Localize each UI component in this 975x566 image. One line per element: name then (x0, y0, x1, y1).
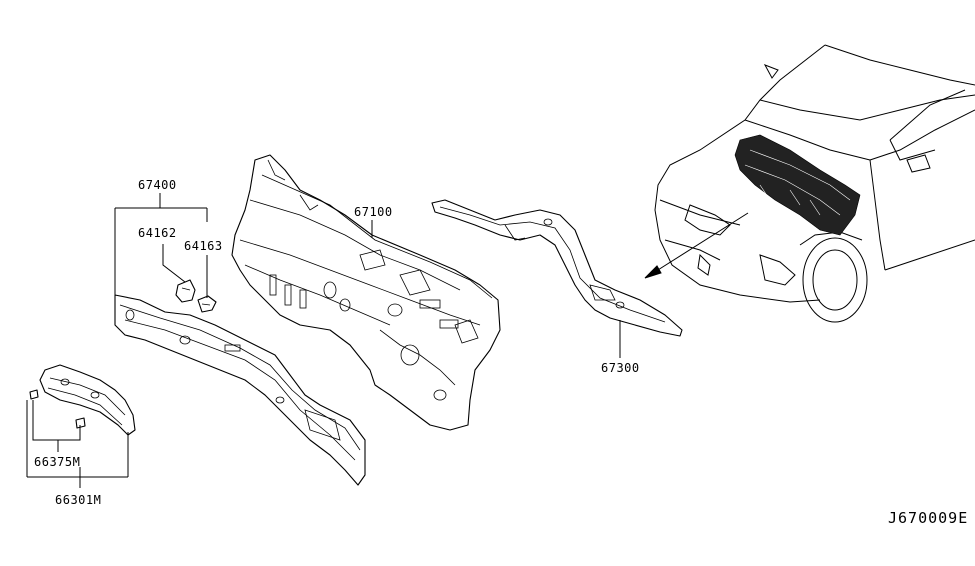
bracket-64163[interactable] (197, 295, 217, 313)
label-64163[interactable]: 64163 (184, 239, 223, 253)
label-67100[interactable]: 67100 (354, 205, 393, 219)
label-66301M[interactable]: 66301M (55, 493, 102, 507)
label-67300[interactable]: 67300 (601, 361, 640, 375)
clip-66375M-b[interactable] (75, 417, 86, 429)
diagram-code: J670009E (888, 509, 969, 527)
label-67400[interactable]: 67400 (138, 178, 177, 192)
side-member-67400[interactable] (114, 294, 366, 486)
vehicle-illustration (654, 44, 975, 323)
bracket-64162[interactable] (175, 279, 196, 303)
side-member-67300[interactable] (431, 199, 683, 337)
bracket-66301M[interactable] (39, 364, 136, 436)
clip-66375M-a[interactable] (29, 389, 39, 400)
leader-lines (26, 193, 621, 488)
label-64162[interactable]: 64162 (138, 226, 177, 240)
direction-arrow (644, 212, 749, 279)
label-66375M[interactable]: 66375M (34, 455, 81, 469)
dash-panel-67100[interactable] (231, 154, 501, 431)
